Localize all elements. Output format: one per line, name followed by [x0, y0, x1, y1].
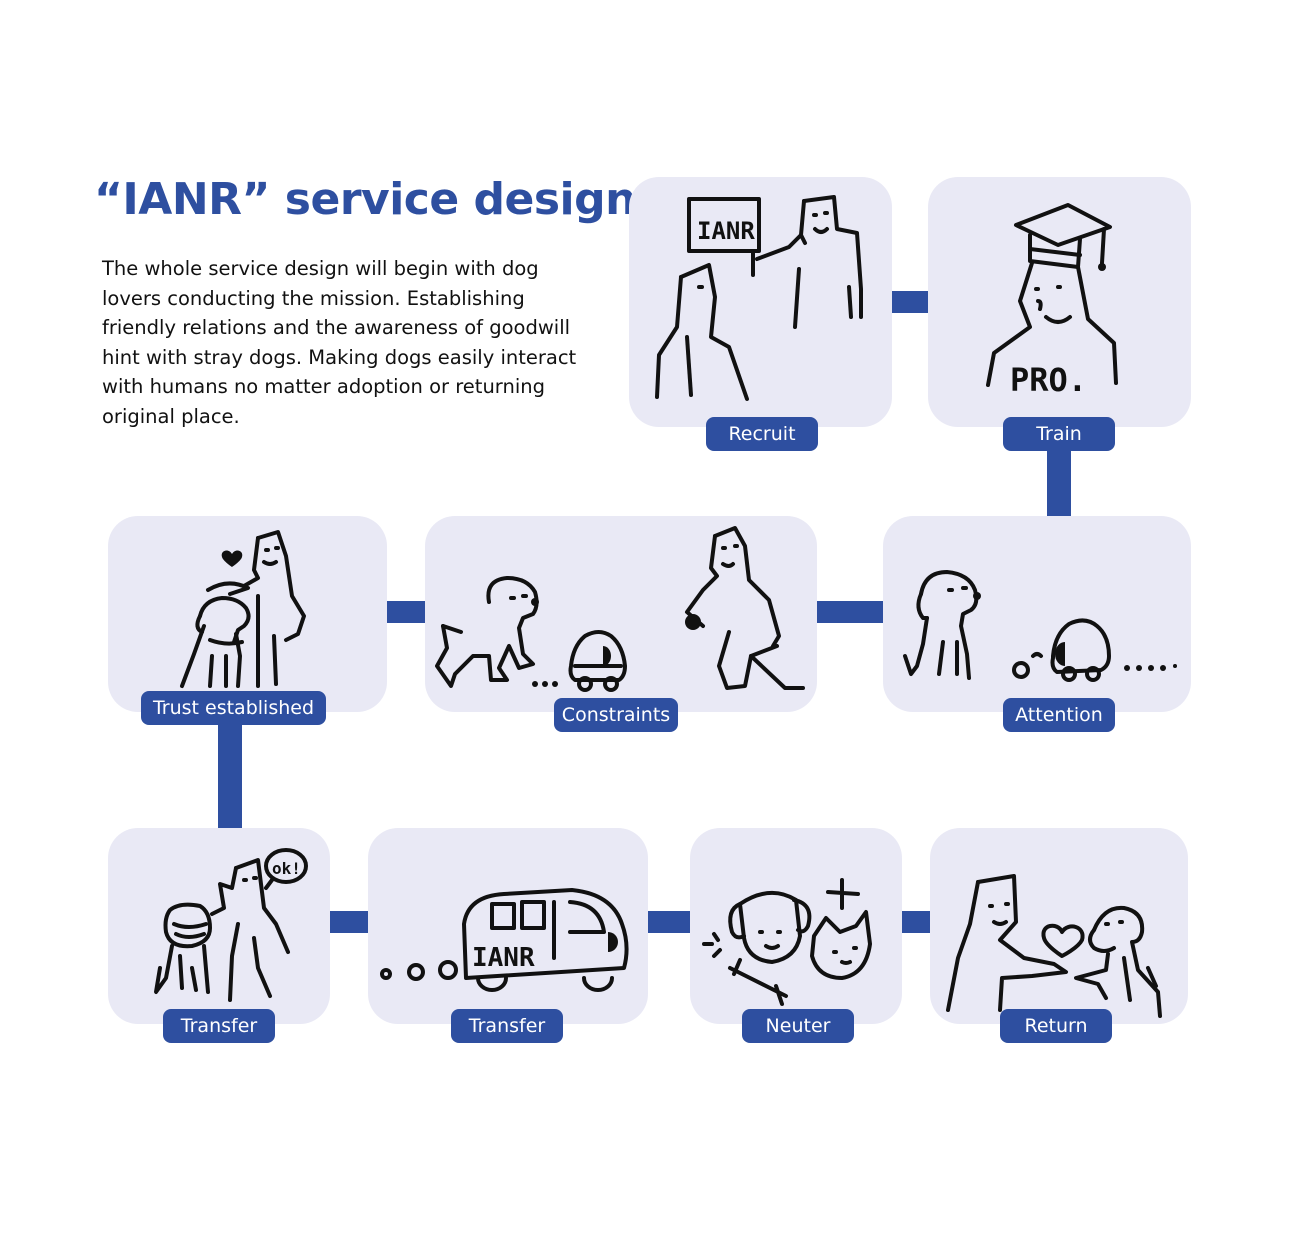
attention-illustration	[903, 570, 1177, 682]
connector-neuter-return	[902, 911, 930, 933]
trust-illustration	[180, 530, 306, 688]
description: The whole service design will begin with…	[102, 254, 602, 431]
step-card-return	[930, 828, 1188, 1024]
step-card-trust-established	[108, 516, 387, 712]
train-illustration: PRO.	[986, 203, 1118, 399]
recruit-illustration: IANR	[655, 195, 863, 401]
step-label-transfer-1: Transfer	[163, 1009, 275, 1043]
step-label-attention: Attention	[1003, 698, 1115, 732]
connector-transfer-transfer	[330, 911, 368, 933]
connector-trust-transfer	[218, 724, 242, 829]
step-label-trust-established: Trust established	[141, 691, 326, 725]
description-line: with humans no matter adoption or return…	[102, 375, 545, 398]
constraints-illustration	[435, 526, 805, 692]
connector-attention-constraints	[817, 601, 883, 623]
description-line: friendly relations and the awareness of …	[102, 316, 571, 339]
step-card-train: PRO.	[928, 177, 1191, 427]
description-line: The whole service design will begin with…	[102, 257, 539, 280]
train-badge-text: PRO.	[1010, 361, 1087, 399]
connector-constraints-trust	[387, 601, 425, 623]
page-title: “IANR” service design	[94, 174, 636, 225]
step-card-attention	[883, 516, 1191, 712]
step-label-train: Train	[1003, 417, 1115, 451]
step-card-transfer-2: IANR	[368, 828, 648, 1024]
transfer-illustration-2: IANR	[380, 888, 629, 992]
recruit-sign-text: IANR	[697, 217, 755, 245]
step-card-recruit: IANR	[629, 177, 892, 427]
step-card-transfer-1: ok!	[108, 828, 330, 1024]
step-label-return: Return	[1000, 1009, 1112, 1043]
step-label-transfer-2: Transfer	[451, 1009, 563, 1043]
step-label-constraints: Constraints	[554, 698, 678, 732]
step-label-neuter: Neuter	[742, 1009, 854, 1043]
description-line: hint with stray dogs. Making dogs easily…	[102, 345, 577, 369]
neuter-illustration	[702, 878, 872, 1006]
return-illustration	[946, 874, 1162, 1018]
description-line: lovers conducting the mission. Establish…	[102, 286, 525, 310]
van-text: IANR	[472, 943, 535, 973]
transfer-illustration-1: ok!	[154, 848, 308, 1002]
transfer-bubble-text: ok!	[272, 859, 301, 878]
connector-recruit-train	[892, 291, 930, 313]
connector-transfer-neuter	[648, 911, 690, 933]
step-label-recruit: Recruit	[706, 417, 818, 451]
description-line: original place.	[102, 404, 240, 428]
step-card-neuter	[690, 828, 902, 1024]
connector-train-attention	[1047, 450, 1071, 516]
step-card-constraints	[425, 516, 817, 712]
